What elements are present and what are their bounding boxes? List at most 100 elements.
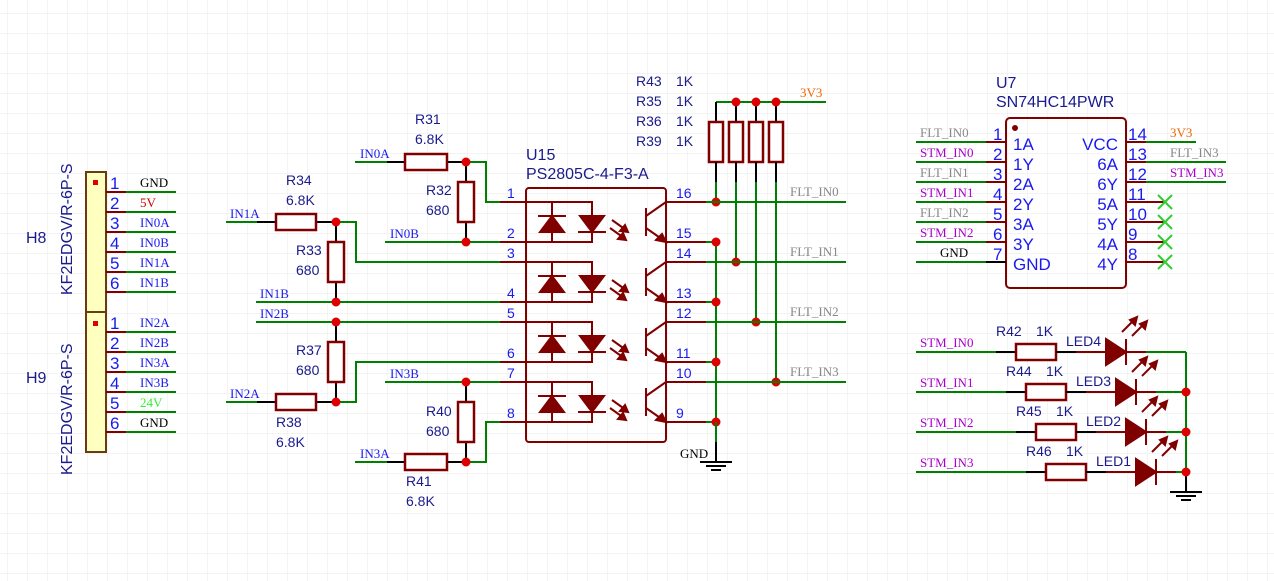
led-ref: LED2: [1086, 413, 1121, 429]
connector-pin-number: 4: [110, 234, 119, 253]
input-net-labels: IN0A IN0B IN1A IN1B IN2B IN2A IN3B IN3A: [230, 146, 419, 461]
u7-pin-number: 5: [993, 205, 1002, 224]
led-res-ref: R45: [1016, 403, 1042, 419]
led-net-label: STM_IN1: [920, 375, 973, 390]
net-in0a: IN0A: [360, 146, 390, 161]
diode-icon: [538, 334, 566, 353]
flt-net-label: FLT_IN0: [790, 184, 839, 199]
u15-body: [525, 187, 667, 443]
connector-pin-number: 5: [110, 394, 119, 413]
led-res-value: 1K: [1056, 403, 1074, 419]
resistor-r33[interactable]: [326, 240, 346, 284]
optocoupler-u15[interactable]: U15 PS2805C-4-F3-A 123456781615141312111…: [500, 147, 706, 443]
r41-ref: R41: [406, 473, 432, 489]
junction-dot: [711, 297, 721, 307]
r31-ref: R31: [415, 111, 441, 127]
pullup-resistor[interactable]: [767, 120, 785, 164]
led-resistor[interactable]: [1014, 342, 1058, 362]
r32-ref: R32: [426, 182, 452, 198]
r43-ref: R43: [636, 73, 662, 89]
u7-net-label: STM_IN1: [920, 185, 973, 200]
h9-ref: H9: [26, 370, 47, 387]
connector-net-label: IN1B: [140, 275, 169, 290]
opto-pin-number: 13: [676, 285, 692, 301]
r40-ref: R40: [426, 403, 452, 419]
u7-net-label: FLT_IN0: [920, 125, 969, 140]
opto-pin-number: 5: [507, 305, 515, 321]
resistor-r37[interactable]: [326, 340, 346, 384]
u7-ref: U7: [996, 75, 1017, 92]
junction-dot: [771, 97, 781, 107]
opto-pin-number: 2: [507, 225, 515, 241]
u7-pin-name: 3A: [1013, 215, 1034, 234]
led-resistor[interactable]: [1024, 382, 1068, 402]
led-res-value: 1K: [1066, 443, 1084, 459]
r38-ref: R38: [276, 414, 302, 430]
h9-part: KF2EDGV/R-6P-S: [59, 343, 76, 475]
resistor-r31[interactable]: [403, 152, 449, 172]
u7-pin-name: 6A: [1097, 155, 1118, 174]
u7-pin-name: 2A: [1013, 175, 1034, 194]
u15-part: PS2805C-4-F3-A: [526, 166, 649, 183]
r36-value: 1K: [676, 113, 694, 129]
r39-value: 1K: [676, 133, 694, 149]
pullup-resistor[interactable]: [727, 120, 745, 164]
led-ref: LED3: [1076, 373, 1111, 389]
u7-pin-number: 4: [993, 185, 1002, 204]
connector-pin-number: 6: [110, 414, 119, 433]
opto-pin-number: 16: [676, 185, 692, 201]
u7-pin-name: 4Y: [1097, 255, 1118, 274]
connector-pin-number: 1: [110, 314, 119, 333]
r31-value: 6.8K: [415, 131, 444, 147]
led-ref: LED4: [1066, 333, 1101, 349]
h8-body: [85, 171, 107, 313]
u7-pin-name: 2Y: [1013, 195, 1034, 214]
connector-net-label: IN0B: [140, 235, 169, 250]
connector-net-label: 24V: [140, 395, 163, 410]
u7-pin-name: 6Y: [1097, 175, 1118, 194]
u7-pin-number: 3: [993, 165, 1002, 184]
u7-net-label: 3V3: [1170, 125, 1192, 140]
u7-pin-name: VCC: [1082, 135, 1118, 154]
h8-part: KF2EDGV/R-6P-S: [59, 163, 76, 295]
diode-icon: [538, 214, 566, 233]
u7-pin-number: 13: [1128, 145, 1147, 164]
led-ref: LED1: [1096, 453, 1131, 469]
net-in2b: IN2B: [260, 306, 289, 321]
resistor-r32[interactable]: [456, 180, 476, 224]
led-resistor[interactable]: [1034, 422, 1078, 442]
connector-net-label: IN3A: [140, 355, 170, 370]
u7-net-label: GND: [940, 245, 968, 260]
opto-pin-number: 11: [676, 345, 691, 361]
resistor-r34[interactable]: [274, 212, 318, 232]
flt-net-label: FLT_IN3: [790, 364, 839, 379]
opto-pin-number: 10: [676, 365, 692, 381]
pullup-resistor[interactable]: [707, 120, 725, 164]
led-icon: [1105, 337, 1128, 367]
opto-pin-number: 12: [676, 305, 692, 321]
opto-pin-number: 6: [507, 345, 515, 361]
r36-ref: R36: [636, 113, 662, 129]
net-in1b: IN1B: [260, 286, 289, 301]
resistor-r40[interactable]: [456, 400, 476, 444]
inverter-u7[interactable]: U7 SN74HC14PWR 11AFLT_IN021YSTM_IN032AFL…: [916, 75, 1226, 289]
led-emitter-icon: [578, 275, 606, 294]
pullup-resistor[interactable]: [747, 120, 765, 164]
led-resistor[interactable]: [1044, 462, 1088, 482]
u7-pin-name: 3Y: [1013, 235, 1034, 254]
connector-net-label: IN0A: [140, 215, 170, 230]
connector-net-label: IN2A: [140, 315, 170, 330]
u7-pin-number: 12: [1128, 165, 1147, 184]
opto-pin-number: 1: [507, 185, 515, 201]
led-icon: [1125, 417, 1148, 447]
resistor-r41[interactable]: [403, 452, 449, 472]
flt-net-label: FLT_IN1: [790, 244, 839, 259]
connector-net-label: IN3B: [140, 375, 169, 390]
resistor-r38[interactable]: [274, 392, 318, 412]
connector-net-label: GND: [140, 175, 168, 190]
input-resistor-labels: R31 6.8K R32 680 R34 6.8K R33 680 R37 68…: [276, 111, 452, 509]
r33-ref: R33: [296, 242, 322, 258]
